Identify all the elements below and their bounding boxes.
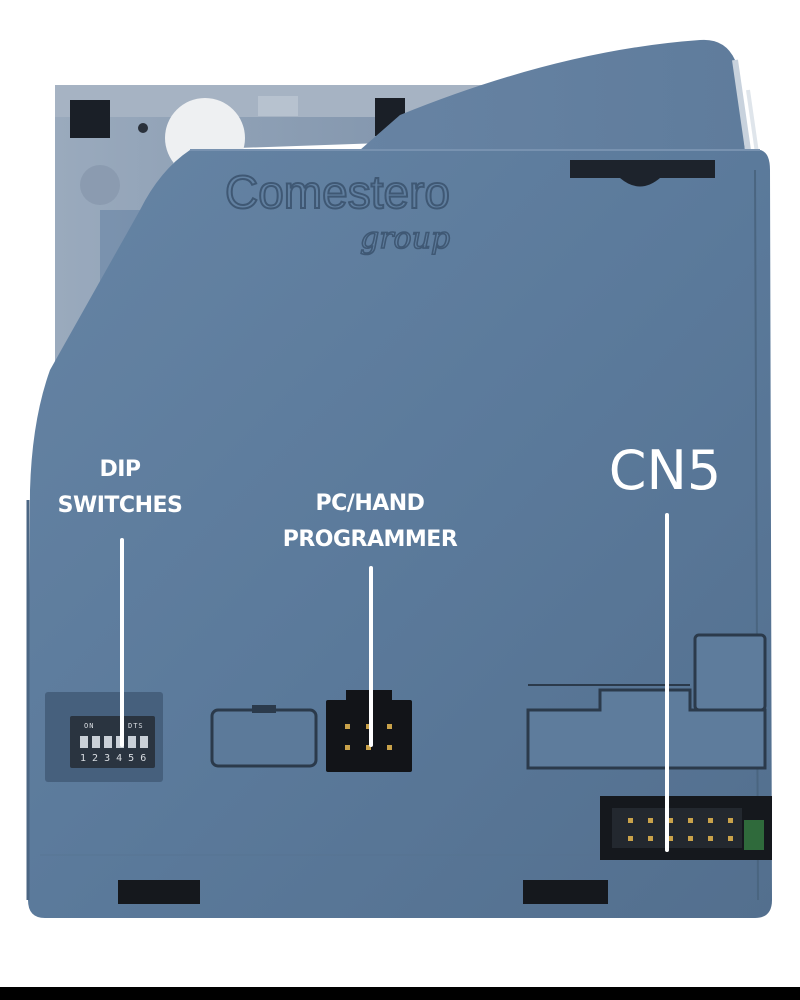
brand-logo: Comestero group [224,165,451,257]
cn5-connector [600,796,772,860]
pc-label-line-2: PROGRAMMER [282,527,458,552]
right-housing [526,633,767,770]
connector-cover [210,705,318,768]
dip-switches-label: DIP SWITCHES [40,452,200,524]
logo-text: Comestero [225,166,450,218]
bottom-slots [118,880,608,904]
dip-label-line-1: DIP [99,457,141,482]
dip-numbers: 1 2 3 4 5 6 [80,753,147,764]
dip-switch-block [45,692,163,782]
bottom-black-bar [0,987,800,1000]
dip-dts-text: DTS [128,722,144,730]
dip-on-text: ON [84,722,95,730]
top-lid [360,39,760,161]
pc-hand-programmer-label: PC/HAND PROGRAMMER [245,486,495,558]
pc-label-line-1: PC/HAND [315,491,425,516]
dip-label-line-2: SWITCHES [57,493,183,518]
cn5-label: CN5 [608,439,722,502]
pointer-lines [120,513,669,852]
logo-tagline: group [360,221,450,256]
